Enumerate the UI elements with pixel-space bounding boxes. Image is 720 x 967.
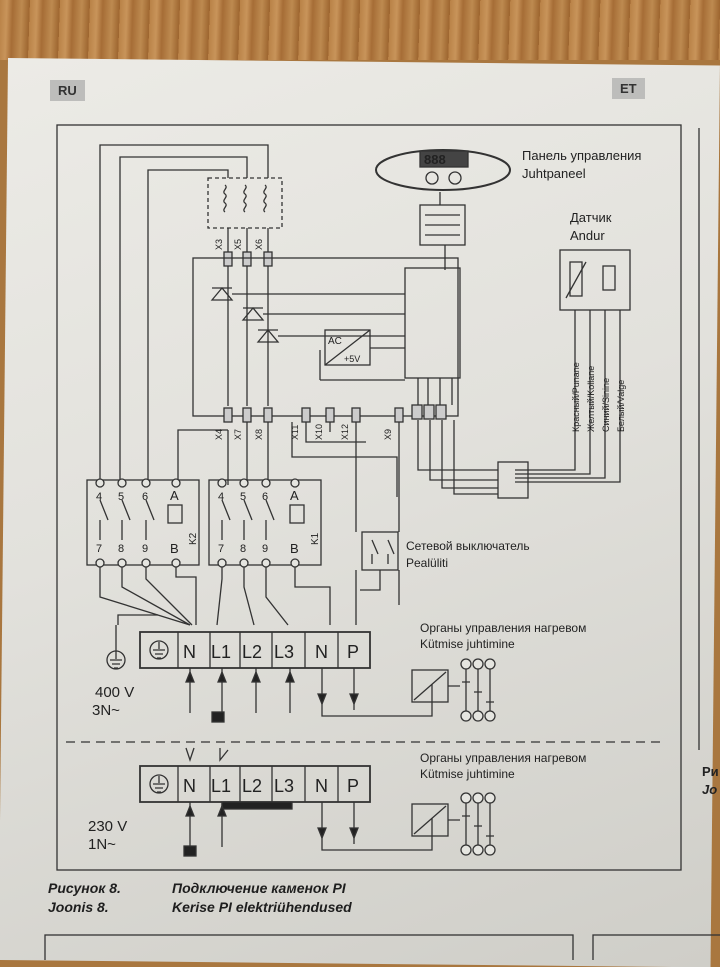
panel-display — [419, 150, 469, 168]
heating-control-relay-230v — [411, 792, 496, 856]
mains-switch-label-et: Pealüliti — [406, 556, 448, 570]
terminal-400-n2: N — [315, 642, 328, 662]
terminal-400-l1: L1 — [211, 642, 231, 662]
ground-terminal-230v — [149, 774, 169, 794]
sensor-wire-blue: Синий/Sinine — [601, 378, 611, 432]
supply-230-phase: 1N~ — [88, 836, 116, 853]
sensor-cable-connector — [497, 461, 529, 499]
k2-term-9: 9 — [142, 543, 148, 555]
connector-x4: X4 — [214, 429, 224, 440]
diagram-frame — [56, 124, 682, 871]
terminal-230-l1: L1 — [211, 776, 231, 796]
figure-label-et: Joonis 8. — [48, 899, 109, 915]
next-figure-frame-right — [592, 934, 720, 960]
control-panel-label-ru: Панель управления — [522, 148, 641, 163]
heating-control-label-et-400: Kütmise juhtimine — [420, 637, 515, 651]
ground-terminal-400v — [149, 640, 169, 660]
sensor-wire-yellow: Желтый/Kollane — [586, 366, 596, 432]
connector-x5: X5 — [233, 239, 243, 250]
converter-ac-label: AC — [328, 336, 342, 347]
heating-elements-box — [207, 177, 283, 229]
sensor-label-ru: Датчик — [570, 210, 612, 225]
k1-term-8: 8 — [240, 543, 246, 555]
converter-dc-label: +5V — [344, 354, 360, 364]
panel-display-digits: 888 — [424, 152, 446, 167]
connector-x11: X11 — [290, 425, 300, 440]
sensor-wire-white: Белый/Valge — [616, 380, 626, 432]
k1-name: K1 — [310, 532, 321, 545]
terminal-230-n: N — [183, 776, 196, 796]
supply-400-voltage: 400 V — [95, 684, 134, 701]
supply-230-voltage: 230 V — [88, 818, 127, 835]
connector-x7: X7 — [233, 429, 243, 440]
lang-tag-ru: RU — [50, 80, 85, 101]
k2-term-a: A — [170, 488, 179, 503]
figure-title-ru: Подключение каменок PI — [172, 880, 346, 896]
side-cut-text-1: Ри — [702, 764, 719, 779]
k1-term-a: A — [290, 488, 299, 503]
terminal-400-p: P — [347, 642, 359, 662]
connector-x12: X12 — [340, 424, 350, 440]
connector-x6: X6 — [254, 239, 264, 250]
k2-term-b: B — [170, 541, 179, 556]
heating-control-label-ru-400: Органы управления нагревом — [420, 621, 586, 635]
k1-term-6: 6 — [262, 491, 268, 503]
terminal-400-n: N — [183, 642, 196, 662]
k1-term-7: 7 — [218, 543, 224, 555]
terminal-230-l2: L2 — [242, 776, 262, 796]
triac-switches — [210, 266, 405, 406]
terminal-block-230v — [139, 765, 371, 810]
control-panel-shape — [375, 149, 511, 191]
wood-table-background — [0, 0, 720, 60]
terminal-230-p: P — [347, 776, 359, 796]
connector-x10: X10 — [314, 424, 324, 440]
k1-term-9: 9 — [262, 543, 268, 555]
panel-button-1 — [425, 171, 439, 185]
panel-connector — [419, 204, 466, 246]
figure-label-ru: Рисунок 8. — [48, 880, 121, 896]
k1-term-5: 5 — [240, 491, 246, 503]
terminal-230-l3: L3 — [274, 776, 294, 796]
contactor-switch-symbols — [99, 499, 305, 540]
terminal-block-400v — [139, 631, 371, 669]
panel-button-2 — [448, 171, 462, 185]
internal-jumper-marks — [185, 747, 229, 763]
next-figure-frame — [44, 934, 574, 960]
connector-x8: X8 — [254, 429, 264, 440]
terminal-400-l2: L2 — [242, 642, 262, 662]
sensor-label-et: Andur — [570, 228, 605, 243]
ground-symbol-400v — [106, 625, 126, 670]
sensor-element-2 — [602, 265, 616, 291]
heating-control-relay-400v — [411, 658, 496, 722]
heating-control-label-et-230: Kütmise juhtimine — [420, 767, 515, 781]
figure-title-et: Kerise PI elektriühendused — [172, 899, 352, 915]
supply-arrows-230v — [183, 802, 433, 857]
k2-term-4: 4 — [96, 491, 102, 503]
k2-term-7: 7 — [96, 543, 102, 555]
connector-x3: X3 — [214, 239, 224, 250]
k2-term-5: 5 — [118, 491, 124, 503]
connector-x9: X9 — [383, 429, 393, 440]
k2-name: K2 — [188, 532, 199, 545]
supply-arrows-400v — [185, 668, 433, 723]
controller-unit — [404, 267, 461, 379]
supply-400-phase: 3N~ — [92, 702, 120, 719]
terminal-230-n2: N — [315, 776, 328, 796]
sensor-element-1 — [569, 261, 583, 297]
k1-term-b: B — [290, 541, 299, 556]
sensor-wire-red: Красный/Punane — [571, 362, 581, 432]
sensor-box — [559, 249, 631, 311]
lang-tag-et: ET — [612, 78, 645, 99]
side-cut-text-2: Jo — [702, 782, 717, 797]
k2-term-6: 6 — [142, 491, 148, 503]
heating-control-label-ru-230: Органы управления нагревом — [420, 751, 586, 765]
k2-term-8: 8 — [118, 543, 124, 555]
heating-element-coils — [223, 184, 267, 213]
terminal-400-l3: L3 — [274, 642, 294, 662]
control-panel-label-et: Juhtpaneel — [522, 166, 586, 181]
k1-term-4: 4 — [218, 491, 224, 503]
mains-switch-label-ru: Сетевой выключатель — [406, 539, 530, 553]
